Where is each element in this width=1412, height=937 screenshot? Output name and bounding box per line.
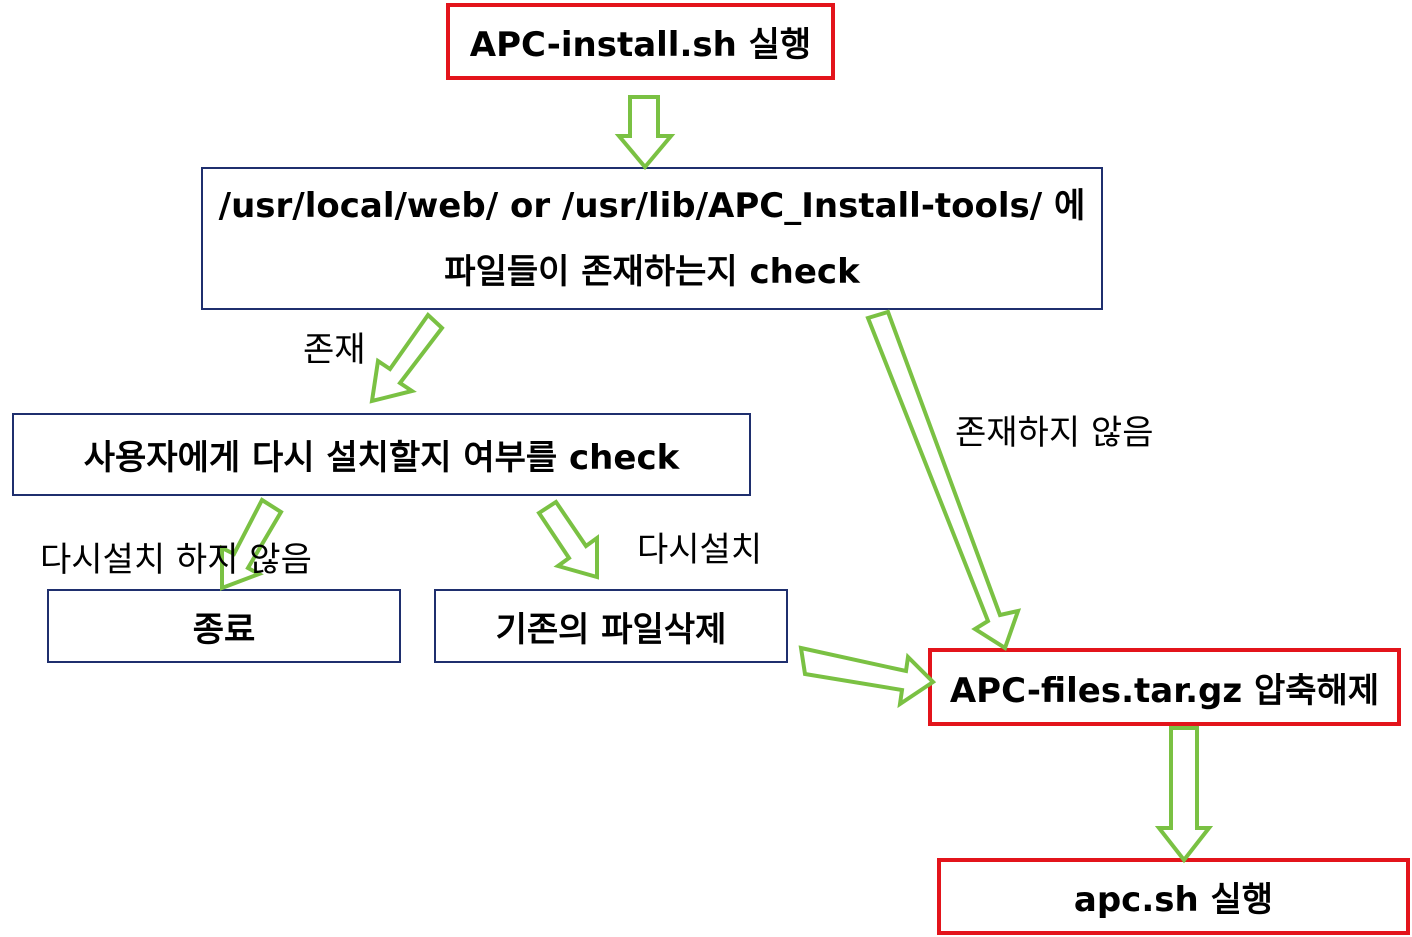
edge-label-no-reinstall: 다시설치 하지 않음 <box>40 540 312 580</box>
edge-label-not-exists: 존재하지 않음 <box>955 413 1154 453</box>
arrow-ask-to-exit <box>220 497 284 591</box>
arrow-delete-to-extract <box>798 645 937 709</box>
check-files-line1: /usr/local/web/ or /usr/lib/APC_Install-… <box>218 185 1086 226</box>
extract-label: APC-files.tar.gz 압축해제 <box>949 670 1380 711</box>
run-apc-label: apc.sh 실행 <box>1073 880 1274 920</box>
arrow-check-to-ask <box>369 311 445 404</box>
edge-label-exists: 존재 <box>303 330 366 370</box>
arrow-check-to-extract <box>865 309 1022 652</box>
ask-user-label: 사용자에게 다시 설치할지 여부를 check <box>83 438 680 478</box>
ask-user-node: 사용자에게 다시 설치할지 여부를 check <box>12 413 751 496</box>
edge-label-reinstall: 다시설치 <box>637 530 763 570</box>
delete-files-node: 기존의 파일삭제 <box>434 589 788 663</box>
arrow-extract-to-run <box>1154 726 1214 864</box>
start-node: APC-install.sh 실행 <box>446 3 835 80</box>
run-apc-node: apc.sh 실행 <box>937 858 1410 935</box>
exit-node: 종료 <box>47 589 401 663</box>
arrow-start-to-check <box>614 95 676 171</box>
exit-label: 종료 <box>192 609 256 650</box>
check-files-line2: 파일들이 존재하는지 check <box>444 251 860 292</box>
delete-files-label: 기존의 파일삭제 <box>495 609 727 650</box>
check-files-node: /usr/local/web/ or /usr/lib/APC_Install-… <box>201 167 1103 310</box>
arrow-ask-to-delete <box>536 499 599 580</box>
extract-node: APC-files.tar.gz 압축해제 <box>928 648 1401 726</box>
start-node-label: APC-install.sh 실행 <box>469 25 812 65</box>
